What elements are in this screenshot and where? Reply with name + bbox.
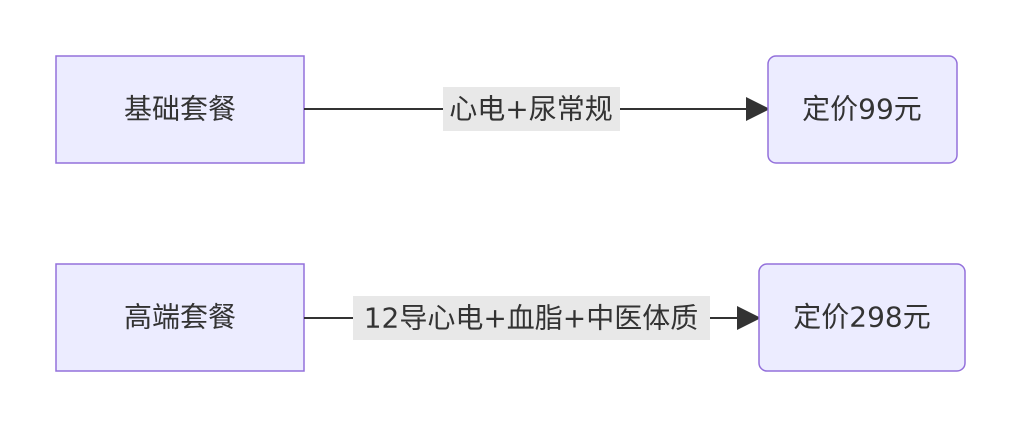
node-price-99: 定价99元 [767, 55, 958, 164]
edge-basic-to-price99-label: 心电+尿常规 [449, 93, 612, 126]
edge-premium-to-price298-label-bg [353, 296, 710, 340]
node-premium-package-label: 高端套餐 [124, 301, 236, 334]
edge-basic-to-price99: 心电+尿常规 [304, 87, 770, 131]
node-price-298-label: 定价298元 [793, 301, 930, 334]
edge-premium-to-price298-label: 12导心电+血脂+中医体质 [364, 302, 699, 335]
node-price-99-label: 定价99元 [802, 93, 922, 126]
edge-premium-to-price298: 12导心电+血脂+中医体质 [304, 296, 761, 340]
node-basic-package: 基础套餐 [55, 55, 305, 164]
edge-basic-to-price99-label-bg [443, 87, 620, 131]
node-price-298: 定价298元 [758, 263, 966, 372]
node-premium-package: 高端套餐 [55, 263, 305, 372]
node-basic-package-label: 基础套餐 [124, 93, 236, 126]
